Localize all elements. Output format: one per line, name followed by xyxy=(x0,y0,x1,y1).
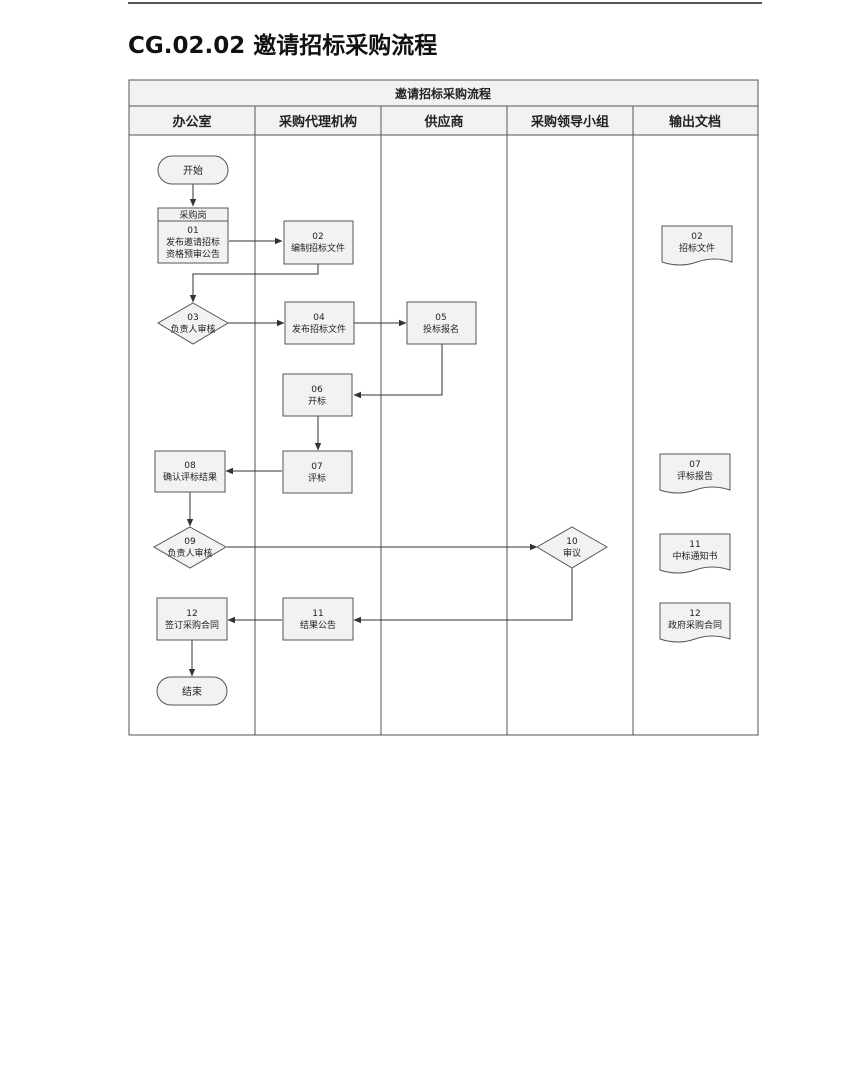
node-09: 09 负责人审核 xyxy=(152,526,228,569)
node-end-text: 结束 xyxy=(182,685,202,698)
edge-02-03 xyxy=(189,264,319,303)
lane-header-output-docs: 输出文档 xyxy=(669,114,721,130)
edge-05-06 xyxy=(353,344,443,399)
document-02-label: 招标文件 xyxy=(679,242,715,254)
document-07: 07 评标报告 xyxy=(659,453,731,494)
document-02-num: 02 xyxy=(691,232,702,242)
node-10: 10 审议 xyxy=(536,526,608,569)
node-start-text: 开始 xyxy=(183,164,203,177)
document-07-label: 评标报告 xyxy=(677,470,713,482)
node-end: 结束 xyxy=(156,676,228,706)
node-12: 12 签订采购合同 xyxy=(156,597,228,641)
node-04: 04 发布招标文件 xyxy=(284,301,355,345)
node-11: 11 结果公告 xyxy=(282,597,354,641)
node-10-num: 10 xyxy=(566,537,578,547)
node-05-num: 05 xyxy=(435,313,446,323)
node-05-label: 投标报名 xyxy=(423,323,459,335)
node-02-label: 编制招标文件 xyxy=(291,242,345,254)
node-09-num: 09 xyxy=(184,537,196,547)
top-rule xyxy=(128,2,762,4)
document-11-num: 11 xyxy=(689,540,700,550)
node-09-label: 负责人审核 xyxy=(167,547,212,559)
node-04-label: 发布招标文件 xyxy=(292,323,346,335)
node-02-num: 02 xyxy=(312,232,323,242)
node-03-label: 负责人审核 xyxy=(170,323,215,335)
node-06-num: 06 xyxy=(311,385,323,395)
node-01: 采购岗 01 发布邀请招标 资格预审公告 xyxy=(157,207,229,264)
node-07-num: 07 xyxy=(311,462,322,472)
node-11-label: 结果公告 xyxy=(300,619,336,631)
node-04-num: 04 xyxy=(313,313,325,323)
node-08: 08 确认评标结果 xyxy=(154,450,226,493)
page-title: CG.02.02 邀请招标采购流程 xyxy=(128,33,438,59)
lane-header-agency: 采购代理机构 xyxy=(278,114,357,130)
node-01-label-line1: 发布邀请招标 xyxy=(166,236,220,248)
node-05: 05 投标报名 xyxy=(406,301,477,345)
lane-header-leadership: 采购领导小组 xyxy=(530,114,609,130)
lane-header-office: 办公室 xyxy=(172,114,211,130)
node-08-num: 08 xyxy=(184,461,196,471)
diagram-title: 邀请招标采购流程 xyxy=(395,86,491,101)
node-12-num: 12 xyxy=(186,609,197,619)
node-07: 07 评标 xyxy=(282,450,353,494)
document-12-num: 12 xyxy=(689,609,700,619)
document-12-label: 政府采购合同 xyxy=(668,619,722,631)
document-11-label: 中标通知书 xyxy=(672,550,717,562)
node-10-label: 审议 xyxy=(563,547,581,559)
edge-10-11 xyxy=(353,568,573,624)
document-02: 02 招标文件 xyxy=(661,225,733,266)
node-01-label-line2: 资格预审公告 xyxy=(166,248,220,260)
lane-header-supplier: 供应商 xyxy=(423,114,463,130)
document-07-num: 07 xyxy=(689,460,700,470)
node-02: 02 编制招标文件 xyxy=(283,220,354,265)
node-11-num: 11 xyxy=(312,609,323,619)
node-12-label: 签订采购合同 xyxy=(165,619,219,631)
document-12: 12 政府采购合同 xyxy=(659,602,731,643)
node-03: 03 负责人审核 xyxy=(157,302,229,345)
node-01-num: 01 xyxy=(187,226,198,236)
node-06: 06 开标 xyxy=(282,373,353,417)
diagram-frame xyxy=(128,79,759,736)
node-01-tag: 采购岗 xyxy=(179,209,206,221)
node-06-label: 开标 xyxy=(308,395,326,407)
node-07-label: 评标 xyxy=(308,472,326,484)
node-03-num: 03 xyxy=(187,313,198,323)
document-11: 11 中标通知书 xyxy=(659,533,731,574)
node-start: 开始 xyxy=(157,155,229,185)
connectors xyxy=(186,184,573,677)
node-08-label: 确认评标结果 xyxy=(163,471,217,483)
